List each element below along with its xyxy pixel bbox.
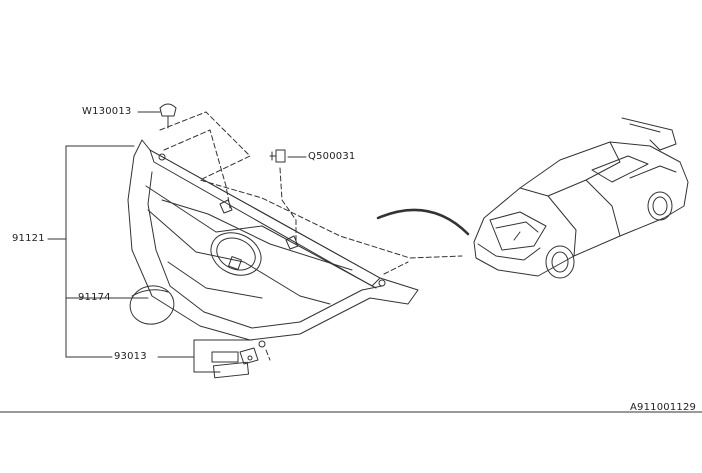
part-label-91174: 91174 [78, 292, 111, 303]
figure-code: A911001129 [630, 402, 697, 413]
pointer-curve [376, 208, 470, 236]
part-label-93013: 93013 [114, 351, 147, 362]
alignment-lines [159, 111, 463, 361]
part-label-q500031: Q500031 [308, 151, 356, 162]
group-bracket [47, 145, 135, 358]
car-illustration [473, 117, 689, 279]
emblem-91174 [129, 285, 175, 325]
clip-w130013 [159, 103, 177, 129]
badge-93013 [193, 339, 266, 379]
part-label-w130013: W130013 [82, 106, 132, 117]
screw-q500031 [269, 149, 286, 163]
front-grille [127, 139, 419, 341]
part-label-91121: 91121 [12, 233, 45, 244]
